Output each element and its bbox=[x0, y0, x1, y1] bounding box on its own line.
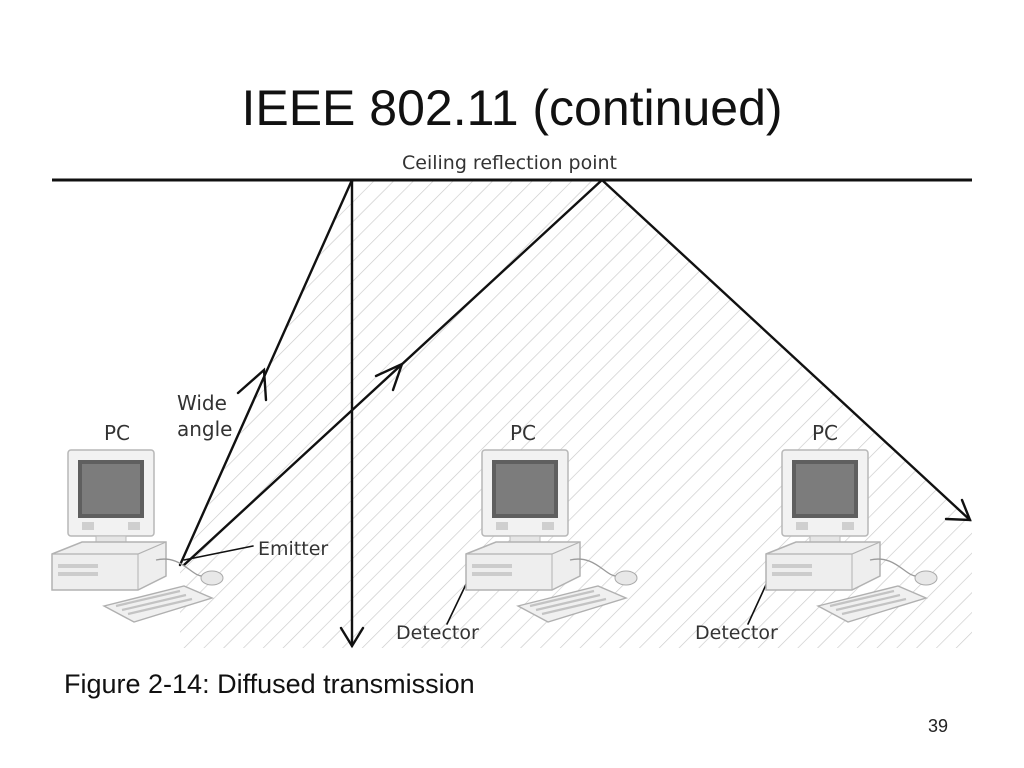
ceiling-reflection-label: Ceiling reflection point bbox=[402, 152, 617, 174]
beam-wide-angle-arrow bbox=[236, 367, 268, 402]
slide-number: 39 bbox=[927, 716, 948, 736]
wide-angle-label-line1: Wide bbox=[177, 391, 227, 415]
beam-to-ceiling-right-arrow bbox=[374, 361, 405, 392]
emitter-leader bbox=[183, 545, 254, 561]
pc-label-2: PC bbox=[510, 421, 536, 445]
detector-label-2: Detector bbox=[695, 622, 778, 644]
pc-label-1: PC bbox=[104, 421, 130, 445]
detector-label-1: Detector bbox=[396, 622, 479, 644]
pc-label-3: PC bbox=[812, 421, 838, 445]
figure-caption: Figure 2-14: Diffused transmission bbox=[64, 669, 475, 699]
diffusion-area bbox=[180, 180, 972, 648]
emitter-label: Emitter bbox=[258, 538, 328, 560]
beam-to-ceiling-right bbox=[182, 178, 604, 567]
beam-wide-angle bbox=[178, 178, 354, 567]
beam-to-right bbox=[600, 178, 972, 522]
beam-down-arrow bbox=[339, 626, 365, 649]
wide-angle-label-line2: angle bbox=[177, 417, 233, 441]
slide-title: IEEE 802.11 (continued) bbox=[241, 80, 783, 136]
beam-to-right-arrow bbox=[944, 498, 972, 522]
